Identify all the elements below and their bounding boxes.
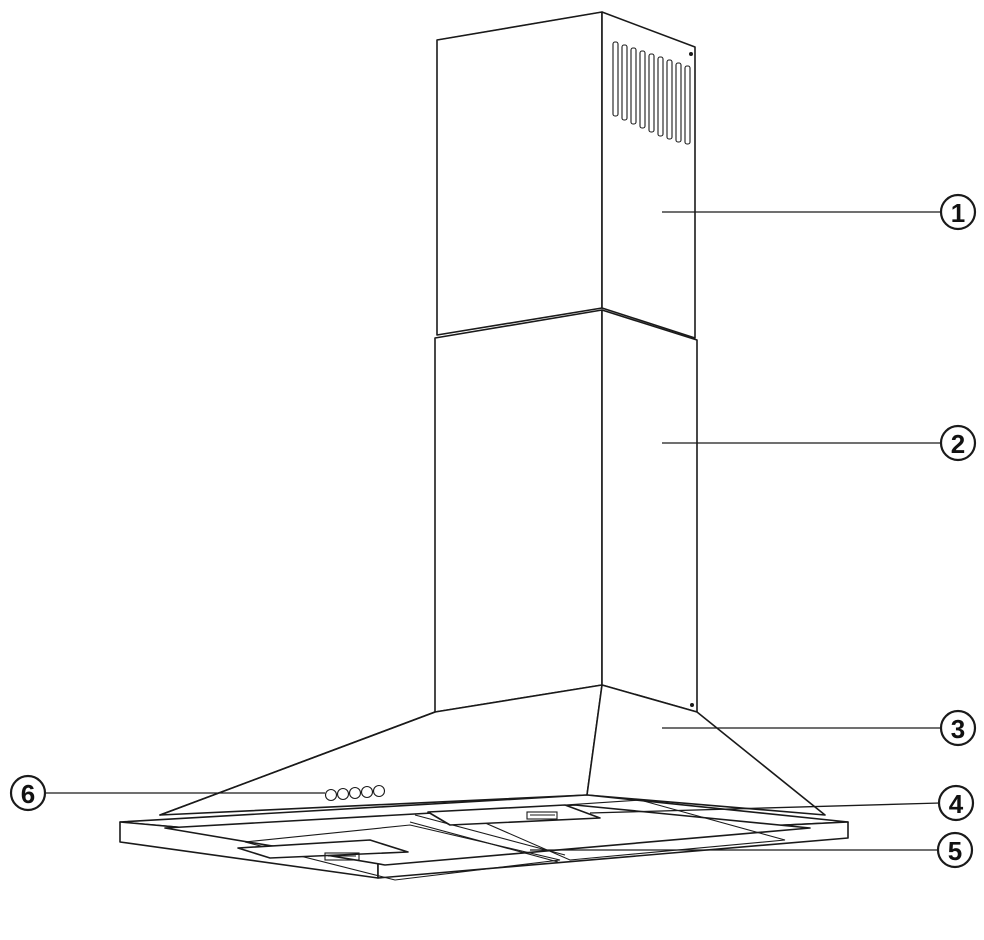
- callout-6-label: 6: [21, 779, 35, 809]
- upper-chimney-front-face: [436, 11, 603, 336]
- lower-chimney: [434, 309, 698, 713]
- leader-line-4: [589, 802, 941, 814]
- canopy-front-face: [159, 684, 603, 816]
- lamp-right: [427, 804, 601, 826]
- grease-filter-left: [244, 824, 561, 881]
- upper-chimney: [436, 11, 696, 339]
- callout-6: 6: [9, 774, 47, 812]
- control-button-4: [360, 785, 374, 799]
- lower-chimney-front-face: [434, 309, 603, 713]
- control-button-2: [336, 787, 350, 801]
- callout-2-label: 2: [951, 429, 965, 459]
- callout-5: 5: [936, 831, 974, 869]
- callout-3-label: 3: [951, 714, 965, 744]
- callout-4: 4: [937, 784, 975, 822]
- control-button-1: [324, 788, 338, 802]
- vent-slots: [612, 41, 693, 145]
- lamps: [237, 804, 601, 861]
- callout-1: 1: [939, 193, 977, 231]
- callout-1-label: 1: [951, 198, 965, 228]
- lower-chimney-side-face: [601, 309, 698, 713]
- grease-filter-right: [459, 799, 786, 861]
- control-button-5: [372, 784, 386, 798]
- callout-4-label: 4: [949, 789, 964, 819]
- canopy-side-face: [586, 684, 826, 816]
- callout-3: 3: [939, 709, 977, 747]
- lamp-left: [237, 839, 409, 859]
- callout-2: 2: [939, 424, 977, 462]
- canopy: [159, 684, 826, 816]
- control-panel: [324, 784, 386, 802]
- grease-filters: [244, 799, 786, 881]
- control-button-3: [348, 786, 362, 800]
- callout-5-label: 5: [948, 836, 962, 866]
- leader-lines: [44, 211, 944, 851]
